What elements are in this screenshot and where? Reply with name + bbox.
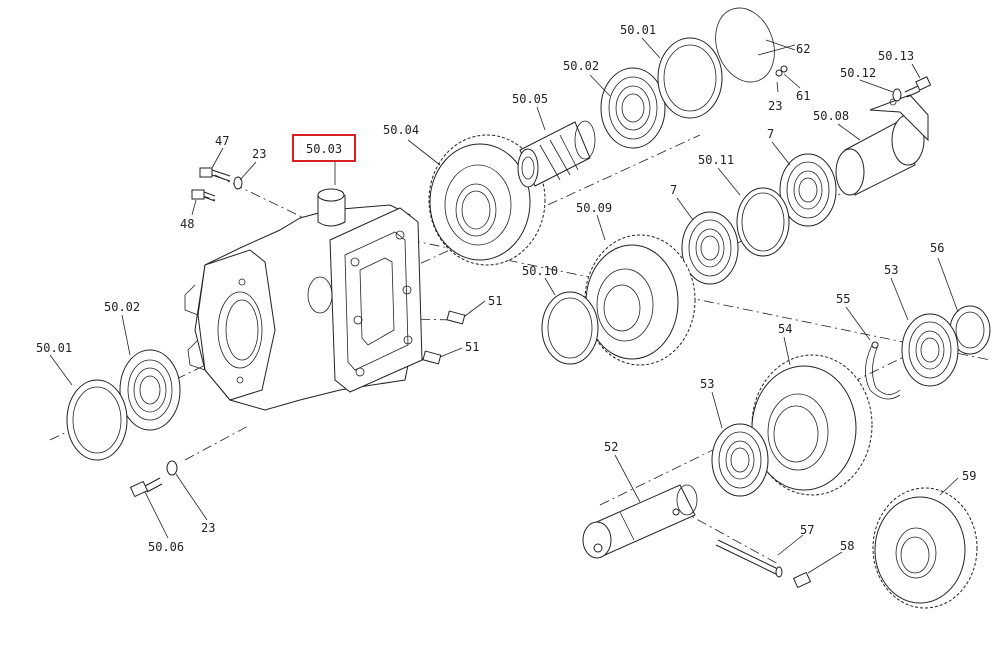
bearing-53-right [901,313,959,387]
label-58: 58 [840,539,854,553]
label-56: 56 [930,241,944,255]
label-52: 52 [604,440,618,454]
label-50-03-highlighted: 50.03 [306,142,342,156]
label-53-mid: 53 [700,377,714,391]
label-54: 54 [778,322,792,336]
circlip-55 [865,341,901,400]
label-61: 61 [796,89,810,103]
label-47: 47 [215,134,229,148]
gear-50-09 [584,234,696,366]
screw-61 [775,65,788,77]
label-23-left: 23 [252,147,266,161]
label-50-09: 50.09 [576,201,612,215]
bearing-53-mid [711,423,769,497]
label-50-06: 50.06 [148,540,184,554]
label-50-02-left: 50.02 [104,300,140,314]
label-55: 55 [836,292,850,306]
bearing-7-mid [681,211,739,285]
label-50-13: 50.13 [878,49,914,63]
label-50-02-top: 50.02 [563,59,599,73]
label-50-04: 50.04 [383,123,419,137]
bolts-47-48 [191,167,243,202]
label-62: 62 [796,42,810,56]
plug-58 [792,571,812,589]
bolt-50-06 [129,460,178,498]
label-48: 48 [180,217,194,231]
bolt-50-13 [892,76,932,102]
label-50-11: 50.11 [698,153,734,167]
shaft-50-05 [517,120,596,188]
label-53-right: 53 [884,263,898,277]
ring-50-01-left [66,379,128,461]
label-50-08: 50.08 [813,109,849,123]
label-23-top: 23 [768,99,782,113]
label-50-10: 50.10 [522,264,558,278]
label-50-01-top: 50.01 [620,23,656,37]
bearing-50-02-left [119,349,181,431]
label-51-a: 51 [488,294,502,308]
label-50-05: 50.05 [512,92,548,106]
housing-50-03 [184,188,423,411]
bearing-7-top [779,153,837,227]
ring-50-11 [736,187,790,257]
pin-57 [715,539,783,578]
bearing-50-02-top [600,67,666,149]
cover-62 [715,7,796,83]
leader-lines [49,37,959,574]
label-57: 57 [800,523,814,537]
label-7-top: 7 [767,127,774,141]
label-59: 59 [962,469,976,483]
gear-59 [872,487,978,609]
flange-50-08 [835,94,929,196]
ring-50-10 [541,291,599,365]
label-50-12: 50.12 [840,66,876,80]
label-7-mid: 7 [670,183,677,197]
label-23-bottom: 23 [201,521,215,535]
part-labels: 50.01 62 50.13 50.02 50.12 23 61 50.05 5… [36,23,976,554]
gear-50-04 [428,134,546,266]
ring-50-01-top [657,37,723,119]
gear-54 [751,354,873,496]
label-50-01-left: 50.01 [36,341,72,355]
label-51-b: 51 [465,340,479,354]
highlight-box-50-03 [292,134,356,162]
pins-51 [422,310,466,365]
shaft-52 [582,484,698,559]
